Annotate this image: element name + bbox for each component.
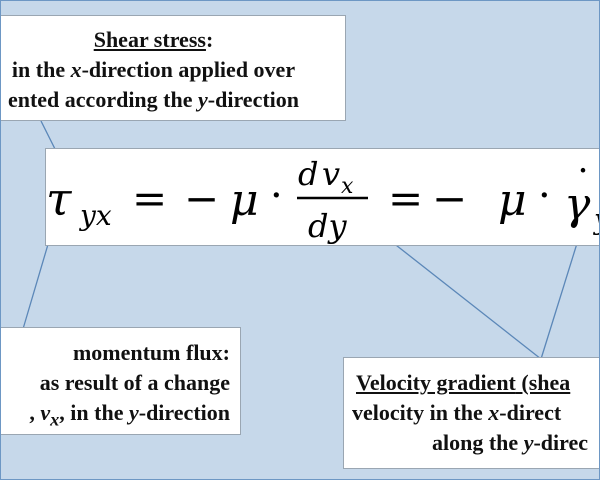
gamma-symbol: γ bbox=[564, 179, 591, 230]
equation-box: τ yx = − μ · d v x dy = − μ · γ ˙ y bbox=[45, 148, 600, 246]
mu-symbol-2: μ bbox=[498, 175, 527, 226]
fraction-numerator-v: v bbox=[322, 155, 340, 193]
velocity-gradient-title: Velocity gradient bbox=[356, 370, 516, 395]
shear-stress-title-line: Shear stress: bbox=[1, 25, 345, 55]
velocity-gradient-line-3: along the y-direc bbox=[344, 428, 599, 458]
text-fragment: , bbox=[29, 400, 41, 425]
text-fragment: -direction bbox=[138, 400, 230, 425]
velocity-gradient-title-line: Velocity gradient (shea bbox=[344, 368, 599, 398]
minus-sign-2: − bbox=[432, 174, 467, 223]
gamma-subscript: y bbox=[592, 203, 600, 236]
text-fragment: -direct bbox=[499, 400, 562, 425]
momentum-flux-line-2: as result of a change bbox=[39, 370, 230, 395]
fraction-numerator-subscript: x bbox=[341, 174, 354, 199]
text-fragment: -direc bbox=[533, 430, 589, 455]
shear-stress-title-colon: : bbox=[205, 27, 214, 52]
fraction-denominator: dy bbox=[308, 207, 347, 245]
minus-sign-1: − bbox=[184, 174, 219, 223]
var-x: x bbox=[70, 57, 82, 82]
equals-sign-1: = bbox=[132, 174, 167, 223]
text-fragment: velocity in the bbox=[352, 400, 489, 425]
velocity-gradient-title-cont: (shea bbox=[515, 370, 571, 395]
mu-symbol-1: μ bbox=[230, 175, 259, 226]
text-fragment: -direction applied over bbox=[81, 57, 296, 82]
gamma-dot-accent: ˙ bbox=[573, 163, 593, 209]
tau-symbol: τ bbox=[46, 172, 73, 226]
velocity-gradient-line-2: velocity in the x-direct bbox=[344, 398, 599, 428]
text-fragment: ented according the bbox=[7, 87, 198, 112]
text-fragment: along the bbox=[432, 430, 524, 455]
var-y: y bbox=[198, 87, 208, 112]
shear-stress-line-3: ented according the y-direction bbox=[1, 85, 345, 115]
tau-subscript: yx bbox=[78, 199, 112, 232]
velocity-gradient-callout: Velocity gradient (shea velocity in the … bbox=[343, 357, 599, 469]
shear-stress-line-2: in the x-direction applied over bbox=[1, 55, 345, 85]
text-fragment: , in the bbox=[59, 400, 129, 425]
var-v-subscript: x bbox=[50, 409, 60, 430]
equals-sign-2: = bbox=[388, 174, 423, 223]
text-fragment: -direction bbox=[207, 87, 300, 112]
dot-operator-1: · bbox=[270, 173, 283, 219]
momentum-flux-title: momentum flux: bbox=[72, 340, 230, 365]
dot-operator-2: · bbox=[538, 173, 551, 219]
connector-gradient-to-gamma bbox=[540, 236, 580, 360]
var-v: v bbox=[40, 400, 51, 425]
text-fragment: in the bbox=[11, 57, 71, 82]
shear-stress-equation: τ yx = − μ · d v x dy = − μ · γ ˙ y bbox=[46, 155, 600, 245]
connector-flux-to-tau bbox=[22, 240, 50, 330]
var-y: y bbox=[128, 400, 139, 425]
momentum-flux-callout: momentum flux: as result of a change , v… bbox=[1, 327, 241, 435]
var-y: y bbox=[523, 430, 534, 455]
var-x: x bbox=[488, 400, 500, 425]
momentum-flux-line-3: , vx, in the y-direction bbox=[1, 398, 240, 434]
shear-stress-callout: Shear stress: in the x-direction applied… bbox=[1, 15, 346, 121]
shear-stress-title: Shear stress bbox=[93, 27, 206, 52]
fraction-numerator-d: d bbox=[298, 155, 318, 193]
connector-gradient-to-fraction bbox=[372, 226, 542, 360]
